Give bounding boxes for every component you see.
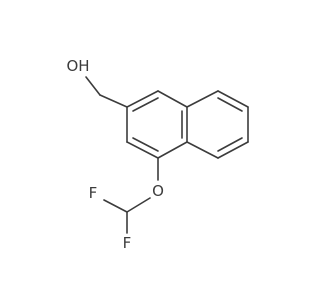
bond-c6-c5-double <box>217 137 243 152</box>
bond-c8a-c8 <box>186 90 219 108</box>
bond-c4-c3-double <box>132 137 159 152</box>
bond-c8-c7-double <box>217 97 243 112</box>
bonds <box>85 76 249 234</box>
bond-o-chf2 <box>126 197 151 213</box>
fluorine-upper-label: F <box>89 184 98 202</box>
hydroxyl-label: OH <box>66 57 89 75</box>
bond-c4a-c4 <box>157 141 188 159</box>
bond-chf2-f-upper <box>103 199 128 213</box>
atom-labels: OH O F F <box>66 57 163 252</box>
bond-c8-c7 <box>217 90 249 108</box>
bond-c5-c4a <box>186 141 219 159</box>
bond-oh-ch2 <box>85 76 101 96</box>
bond-c2-c1-double <box>132 97 159 112</box>
structure-diagram: OH O F F <box>66 57 249 252</box>
bond-c6-c5 <box>217 141 249 159</box>
bond-c2-c1 <box>126 90 159 108</box>
bond-c4-c3 <box>126 141 159 159</box>
bond-ch2-ring <box>99 94 128 108</box>
ether-oxygen-label: O <box>152 182 164 200</box>
bond-c1-c8a <box>157 90 188 108</box>
fluorine-lower-label: F <box>123 234 132 252</box>
